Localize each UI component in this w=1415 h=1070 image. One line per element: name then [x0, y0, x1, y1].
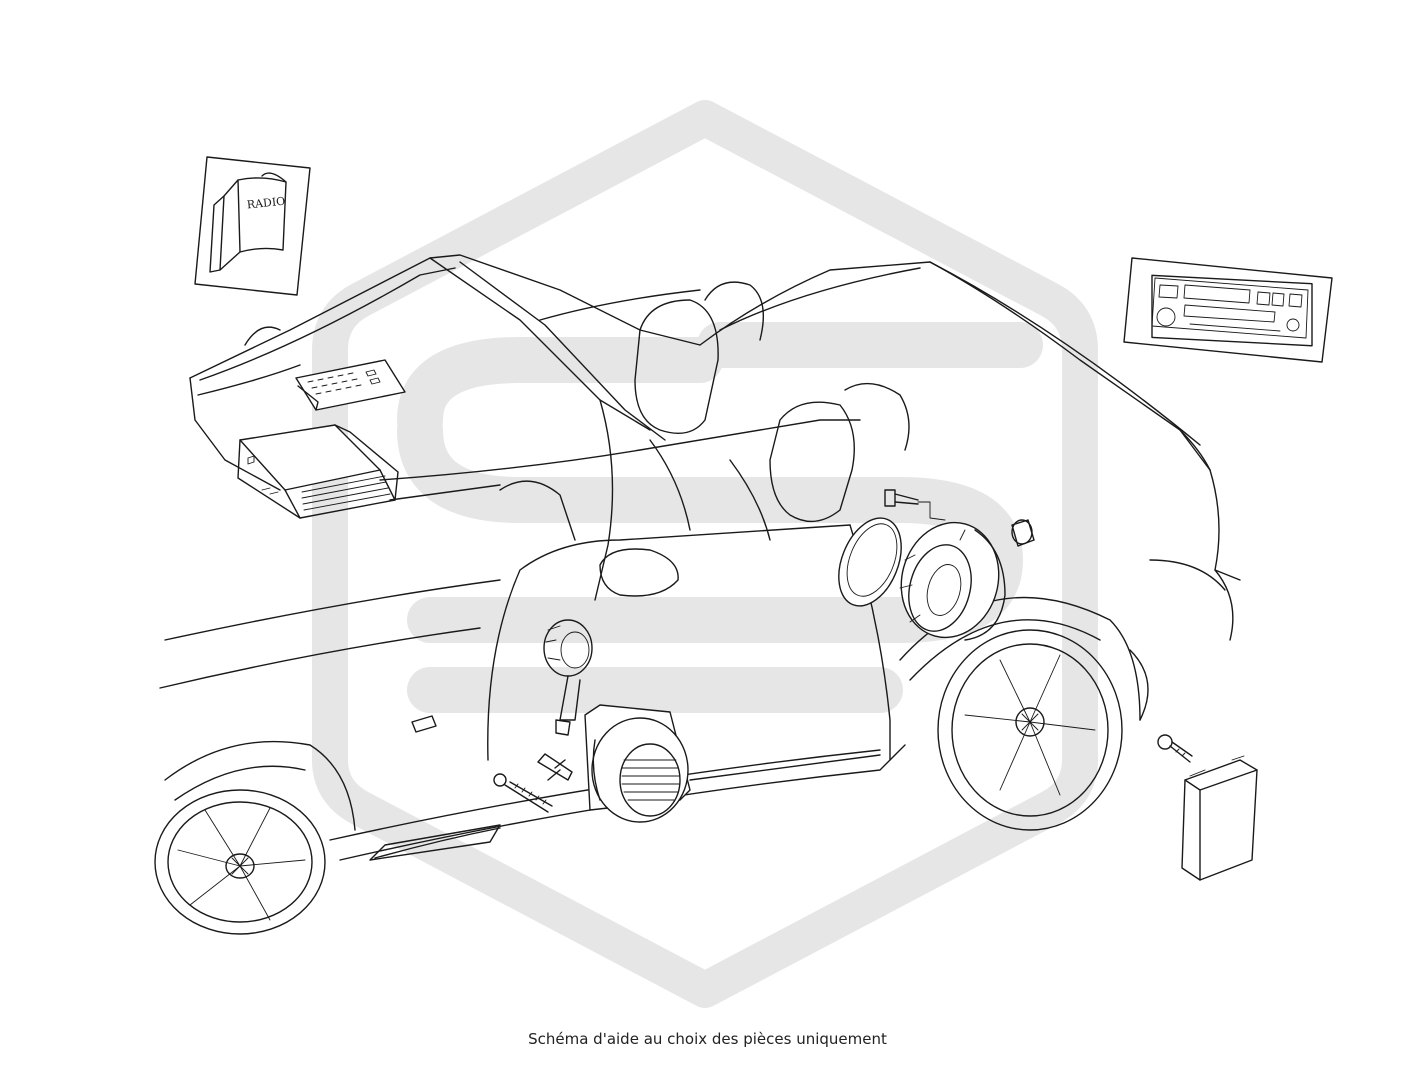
front-wheel-icon: [154, 789, 326, 935]
door-speaker-icon: [584, 704, 691, 823]
amplifier-icon: [1157, 734, 1258, 881]
rear-grille-icon: [838, 517, 902, 607]
remote-control-icon: [295, 359, 406, 411]
diagram-caption: Schéma d'aide au choix des pièces unique…: [528, 1030, 887, 1048]
manual-label: RADIO: [246, 195, 286, 212]
tweeter-icon: [543, 619, 593, 736]
screw-icon: [493, 753, 573, 813]
radio-head-unit-icon: [1123, 257, 1333, 363]
cd-changer-icon: [237, 424, 399, 519]
car-body: [159, 254, 1241, 861]
radio-manual-icon: RADIO: [194, 156, 311, 296]
rear-wheel-icon: [937, 629, 1123, 831]
rear-speaker-icon: [884, 489, 1035, 641]
